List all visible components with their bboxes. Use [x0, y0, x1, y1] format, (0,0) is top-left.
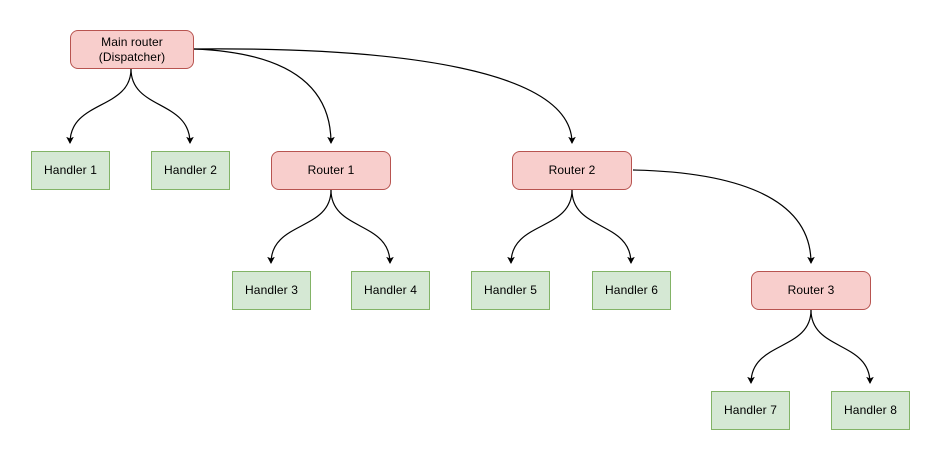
- node-label-router-3: Router 3: [787, 283, 835, 297]
- node-handler-7[interactable]: Handler 7: [711, 391, 790, 430]
- node-label-handler-5: Handler 5: [484, 283, 537, 297]
- edge-router-2-to-handler-6: [571, 189, 635, 264]
- edge-router-2-to-handler-5: [507, 189, 573, 264]
- node-handler-1[interactable]: Handler 1: [31, 151, 110, 190]
- node-handler-4[interactable]: Handler 4: [351, 271, 430, 310]
- node-router-3[interactable]: Router 3: [751, 271, 871, 310]
- node-label-handler-3: Handler 3: [245, 283, 298, 297]
- edge-main-router-to-handler-1: [66, 68, 132, 144]
- edge-main-router-to-router-2: [193, 48, 576, 144]
- edge-router-2-to-router-3: [632, 169, 815, 264]
- node-label-handler-2: Handler 2: [164, 163, 217, 177]
- node-label-handler-8: Handler 8: [844, 403, 897, 417]
- edge-main-router-to-handler-2: [130, 68, 194, 144]
- edge-router-1-to-handler-4: [330, 189, 394, 264]
- node-label-main-router: Main router (Dispatcher): [98, 34, 166, 64]
- node-label-router-1: Router 1: [307, 163, 355, 177]
- node-handler-6[interactable]: Handler 6: [592, 271, 671, 310]
- node-label-handler-6: Handler 6: [605, 283, 658, 297]
- node-handler-8[interactable]: Handler 8: [831, 391, 910, 430]
- node-label-handler-7: Handler 7: [724, 403, 777, 417]
- node-router-2[interactable]: Router 2: [512, 151, 632, 190]
- node-handler-3[interactable]: Handler 3: [232, 271, 311, 310]
- node-label-handler-4: Handler 4: [364, 283, 417, 297]
- node-handler-5[interactable]: Handler 5: [471, 271, 550, 310]
- edge-router-3-to-handler-7: [747, 309, 812, 384]
- edge-router-1-to-handler-3: [267, 189, 332, 264]
- node-router-1[interactable]: Router 1: [271, 151, 391, 190]
- edge-main-router-to-router-1: [193, 48, 335, 144]
- node-main-router[interactable]: Main router (Dispatcher): [70, 30, 194, 69]
- edge-group: [66, 48, 874, 384]
- node-label-handler-1: Handler 1: [44, 163, 97, 177]
- edge-router-3-to-handler-8: [810, 309, 874, 384]
- node-label-router-2: Router 2: [548, 163, 596, 177]
- node-handler-2[interactable]: Handler 2: [151, 151, 230, 190]
